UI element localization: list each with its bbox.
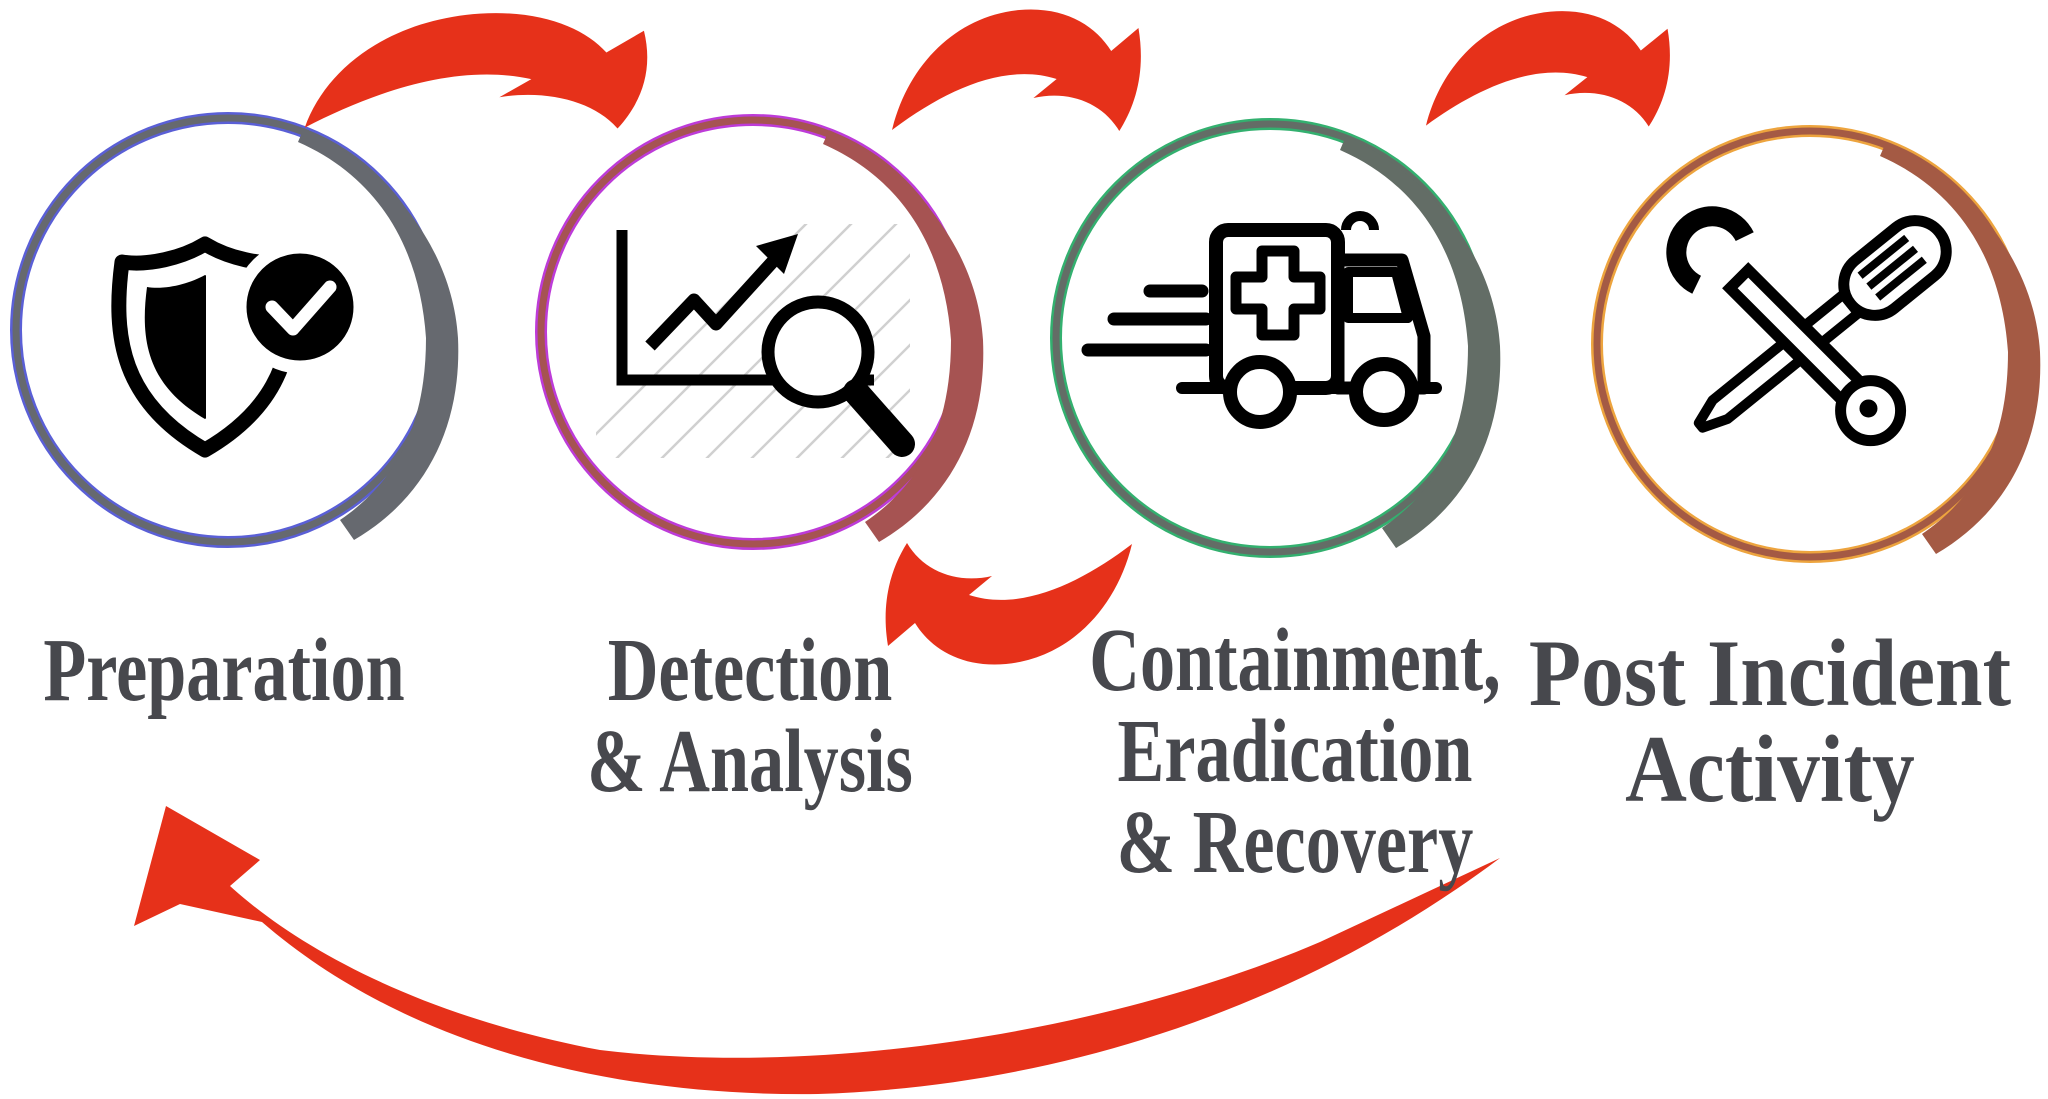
screwdriver: [1693, 215, 1952, 433]
front-wheel: [1349, 357, 1419, 427]
stage-label-containment: Containment, Eradication & Recovery: [1089, 611, 1501, 892]
stage-label-line: Activity: [1625, 715, 1915, 822]
stage-ring-preparation: [10, 112, 459, 548]
check-badge: [233, 240, 367, 374]
stage-ring-postincident: [1591, 125, 2041, 563]
return-arrow-postincident-to-preparation: [134, 806, 1500, 1095]
shield-left-fill: [144, 275, 206, 419]
stage-label-line: & Recovery: [1116, 792, 1474, 892]
stage-label-line: Post Incident: [1528, 620, 2012, 726]
ambulance-light: [1341, 211, 1379, 231]
stage-label-line: & Analysis: [587, 711, 913, 811]
stage-label-line: Detection: [607, 621, 893, 720]
wrench-hole: [1859, 399, 1878, 418]
handle-grip-lines: [1857, 234, 1927, 301]
wrench: [1666, 206, 1907, 447]
speed-lines: [1081, 284, 1213, 357]
stage-label-line: Containment,: [1089, 611, 1501, 710]
flow-arrow-1-2: [304, 13, 648, 129]
ambulance-icon: [1081, 211, 1442, 429]
cab-window: [1343, 267, 1413, 323]
magnifier-lens: [761, 295, 875, 409]
wrench-screwdriver-icon: [1666, 206, 1952, 447]
check-mark: [265, 280, 337, 336]
stage-label-detection: Detection & Analysis: [587, 621, 913, 811]
stage-label-line: Eradication: [1117, 701, 1473, 801]
stage-label-preparation: Preparation: [43, 621, 405, 720]
screwdriver-shaft: [1693, 289, 1864, 433]
shield-check-icon: [111, 236, 367, 458]
rear-wheel: [1223, 355, 1297, 429]
trend-line: [645, 253, 781, 351]
stage-label-line: Preparation: [43, 621, 405, 720]
stage-ring-containment: [1050, 118, 1501, 558]
chart-magnifier-icon: [596, 224, 915, 458]
stage-label-postincident: Post Incident Activity: [1528, 620, 2012, 822]
trend-arrowhead: [756, 234, 798, 274]
magnifier-handle: [843, 379, 915, 457]
wrench-jaw: [1666, 206, 1754, 294]
medical-cross: [1230, 245, 1326, 341]
flow-arrow-2-3: [892, 9, 1141, 131]
flow-arrow-3-4: [1425, 11, 1670, 127]
stage-ring-detection: [535, 114, 984, 550]
